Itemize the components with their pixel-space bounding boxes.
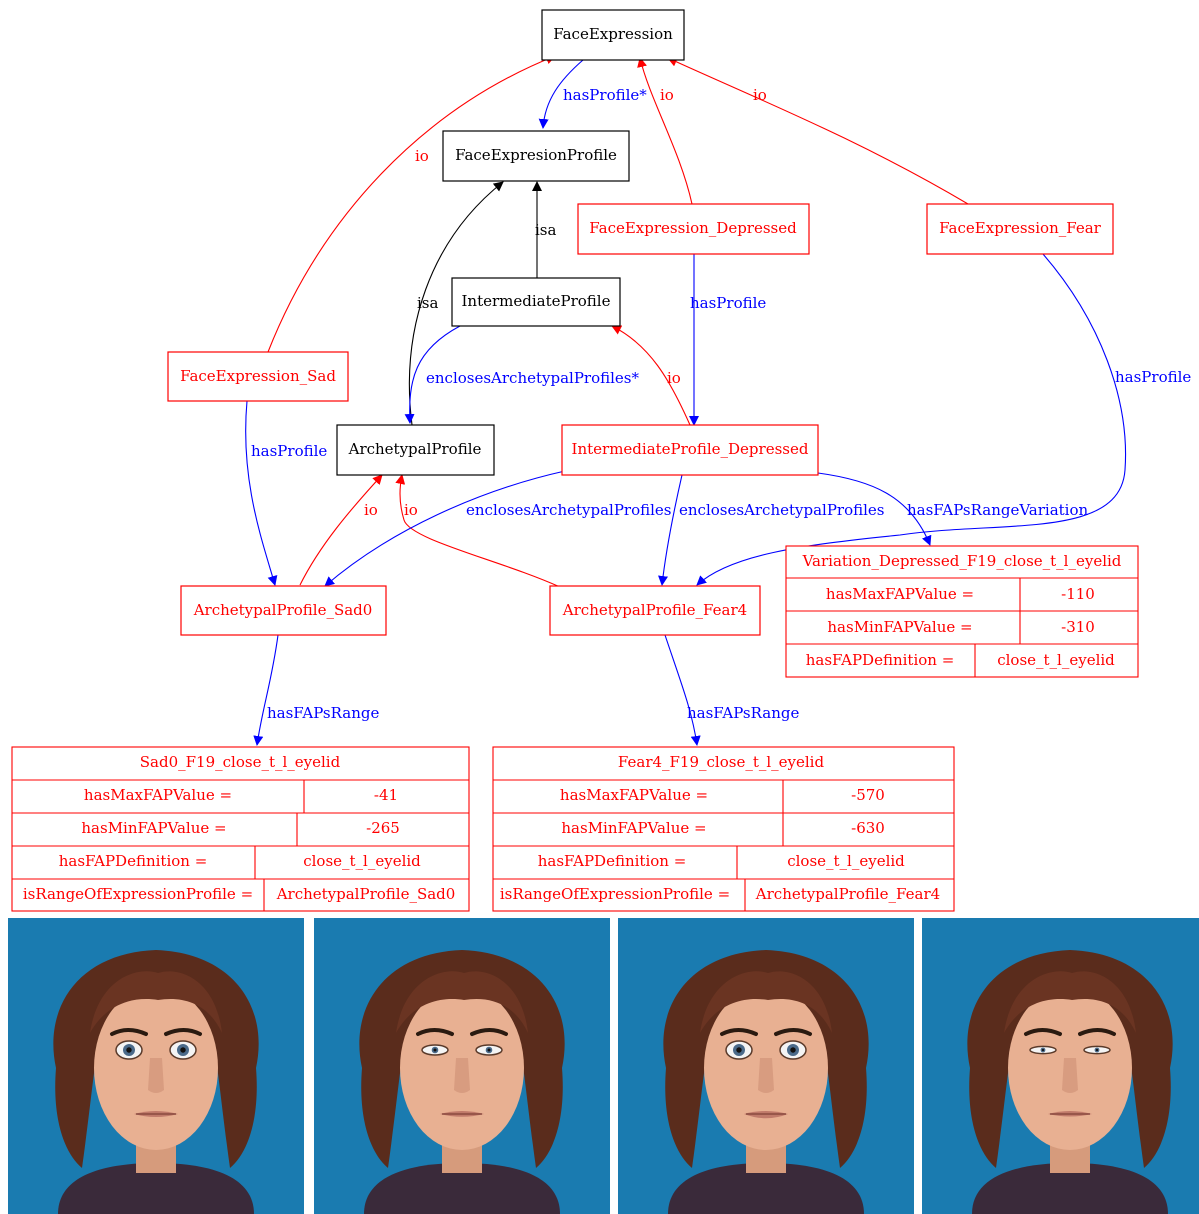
table-value: -630 bbox=[851, 819, 885, 837]
edge-has-profile-sad: hasProfile bbox=[245, 400, 327, 586]
node-face-expression: FaceExpression bbox=[541, 9, 685, 61]
table-value: ArchetypalProfile_Sad0 bbox=[276, 885, 456, 903]
table-title: Fear4_F19_close_t_l_eyelid bbox=[618, 753, 825, 771]
table-variation-depressed: Variation_Depressed_F19_close_t_l_eyelid… bbox=[785, 545, 1139, 678]
edge-has-faps-range-sad0: hasFAPsRange bbox=[253, 634, 379, 746]
table-key: hasFAPDefinition = bbox=[59, 852, 208, 870]
svg-text:IntermediateProfile: IntermediateProfile bbox=[462, 292, 611, 310]
edge-encloses-fear4: enclosesArchetypalProfiles bbox=[658, 474, 885, 586]
svg-text:ArchetypalProfile_Sad0: ArchetypalProfile_Sad0 bbox=[193, 601, 373, 619]
node-archetypal-profile-fear4: ArchetypalProfile_Fear4 bbox=[549, 585, 761, 636]
table-key: hasMinFAPValue = bbox=[561, 819, 706, 837]
node-face-expression-profile: FaceExpresionProfile bbox=[442, 130, 630, 182]
edge-label-has-profile-star: hasProfile* bbox=[563, 86, 647, 104]
face-half-closed-eyes bbox=[922, 918, 1199, 1214]
node-archetypal-profile-sad0: ArchetypalProfile_Sad0 bbox=[180, 585, 387, 636]
table-title: Variation_Depressed_F19_close_t_l_eyelid bbox=[802, 552, 1122, 570]
face-narrow-eyes bbox=[314, 918, 610, 1214]
table-title: Sad0_F19_close_t_l_eyelid bbox=[140, 753, 341, 771]
edge-has-profile-star: hasProfile* bbox=[538, 59, 647, 129]
edge-has-faps-range-fear4: hasFAPsRange bbox=[664, 634, 799, 746]
edge-has-profile-fear: hasProfile bbox=[696, 253, 1191, 586]
svg-text:FaceExpression_Depressed: FaceExpression_Depressed bbox=[589, 219, 797, 237]
edge-label-encloses-star: enclosesArchetypalProfiles* bbox=[426, 369, 639, 387]
table-fear4: Fear4_F19_close_t_l_eyelid hasMaxFAPValu… bbox=[492, 746, 955, 912]
node-face-expression-sad: FaceExpression_Sad bbox=[167, 351, 349, 402]
edge-label-io: io bbox=[753, 86, 767, 104]
edge-label-isa: isa bbox=[535, 221, 556, 239]
table-key: isRangeOfExpressionProfile = bbox=[23, 885, 253, 903]
svg-text:FaceExpression_Fear: FaceExpression_Fear bbox=[939, 219, 1101, 237]
table-key: hasFAPDefinition = bbox=[806, 651, 955, 669]
table-key: hasMaxFAPValue = bbox=[826, 585, 974, 603]
node-face-expression-depressed: FaceExpression_Depressed bbox=[577, 203, 810, 255]
table-value: -110 bbox=[1061, 585, 1095, 603]
table-value: close_t_l_eyelid bbox=[787, 852, 905, 870]
edge-has-profile-depressed: hasProfile bbox=[689, 254, 766, 426]
table-key: hasFAPDefinition = bbox=[538, 852, 687, 870]
edge-io-ip-depressed-to-intermediate: io bbox=[611, 325, 691, 426]
edge-label-has-profile: hasProfile bbox=[690, 294, 766, 312]
edge-encloses-sad0: enclosesArchetypalProfiles bbox=[324, 470, 672, 587]
table-value: close_t_l_eyelid bbox=[303, 852, 421, 870]
edge-has-faps-range-variation: hasFAPsRangeVariation bbox=[817, 472, 1089, 546]
table-key: hasMaxFAPValue = bbox=[560, 786, 708, 804]
svg-text:IntermediateProfile_Depressed: IntermediateProfile_Depressed bbox=[572, 440, 809, 458]
table-key: hasMinFAPValue = bbox=[81, 819, 226, 837]
edge-io-sad-to-face-expression: io bbox=[267, 54, 556, 353]
ontology-diagram: hasProfile* io io io isa isa enclosesArc… bbox=[11, 9, 1191, 912]
node-face-expression-fear: FaceExpression_Fear bbox=[926, 203, 1114, 255]
edge-label-io: io bbox=[660, 86, 674, 104]
edge-isa-archetypal: isa bbox=[408, 181, 504, 426]
edge-isa-intermediate: isa bbox=[532, 181, 556, 278]
edge-label-has-faps-range: hasFAPsRange bbox=[687, 704, 799, 722]
table-value: -41 bbox=[374, 786, 398, 804]
edge-label-encloses: enclosesArchetypalProfiles bbox=[679, 501, 885, 519]
svg-text:FaceExpression: FaceExpression bbox=[553, 25, 673, 43]
table-key: hasMaxFAPValue = bbox=[84, 786, 232, 804]
table-value: close_t_l_eyelid bbox=[997, 651, 1115, 669]
edge-label-has-range-variation: hasFAPsRangeVariation bbox=[907, 501, 1089, 519]
edge-label-io: io bbox=[415, 147, 429, 165]
table-value: -570 bbox=[851, 786, 885, 804]
svg-text:FaceExpresionProfile: FaceExpresionProfile bbox=[455, 146, 617, 164]
table-key: isRangeOfExpressionProfile = bbox=[500, 885, 730, 903]
table-sad0: Sad0_F19_close_t_l_eyelid hasMaxFAPValue… bbox=[11, 746, 470, 912]
svg-text:ArchetypalProfile_Fear4: ArchetypalProfile_Fear4 bbox=[562, 601, 747, 619]
svg-text:FaceExpression_Sad: FaceExpression_Sad bbox=[180, 367, 336, 385]
face-wide-eyes bbox=[8, 918, 304, 1214]
edge-label-encloses: enclosesArchetypalProfiles bbox=[466, 501, 672, 519]
table-key: hasMinFAPValue = bbox=[827, 618, 972, 636]
face-wide-eyes-open-mouth bbox=[618, 918, 914, 1214]
edge-label-io: io bbox=[667, 369, 681, 387]
edge-label-io: io bbox=[364, 501, 378, 519]
edge-encloses-star: enclosesArchetypalProfiles* bbox=[404, 325, 639, 424]
edge-label-isa: isa bbox=[417, 294, 438, 312]
node-intermediate-profile-depressed: IntermediateProfile_Depressed bbox=[561, 424, 819, 476]
table-value: ArchetypalProfile_Fear4 bbox=[755, 885, 940, 903]
edge-io-fear-to-face-expression: io bbox=[667, 57, 969, 205]
svg-text:ArchetypalProfile: ArchetypalProfile bbox=[348, 440, 482, 458]
node-intermediate-profile: IntermediateProfile bbox=[451, 277, 621, 327]
edge-label-io: io bbox=[404, 501, 418, 519]
edge-io-sad0-to-archetypal: io bbox=[299, 474, 383, 586]
edge-label-has-profile: hasProfile bbox=[1115, 368, 1191, 386]
edge-io-fear4-to-archetypal: io bbox=[395, 474, 561, 588]
edge-label-has-profile: hasProfile bbox=[251, 442, 327, 460]
node-archetypal-profile: ArchetypalProfile bbox=[336, 424, 495, 476]
table-value: -265 bbox=[366, 819, 400, 837]
table-value: -310 bbox=[1061, 618, 1095, 636]
edge-label-has-faps-range: hasFAPsRange bbox=[267, 704, 379, 722]
edge-io-depressed-to-face-expression: io bbox=[637, 57, 693, 205]
